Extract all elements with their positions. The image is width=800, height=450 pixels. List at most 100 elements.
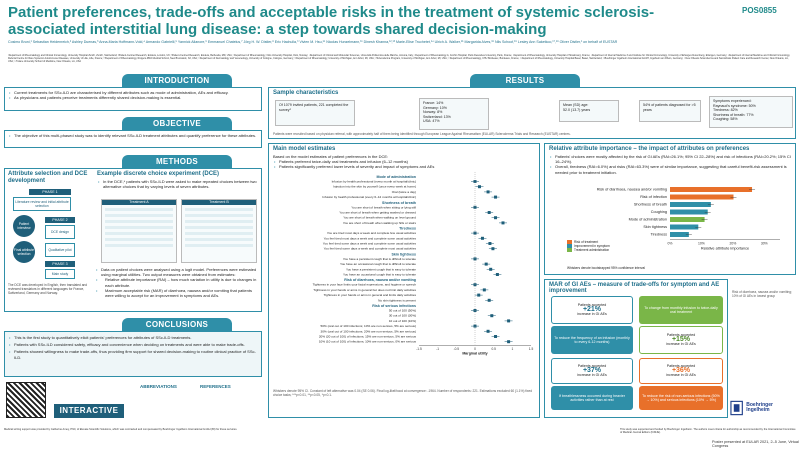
sample-stat-invited: Of 1079 invited patients, 221 completed … xyxy=(275,100,355,126)
affiliations: ¹Department of Rheumatology and Clinical… xyxy=(8,54,790,63)
mar-2-patients: Patients accepted xyxy=(666,333,696,338)
treatment-b-card: Treatment B xyxy=(181,199,257,263)
company-logo: Boehringer Ingelheim xyxy=(730,398,795,418)
forest-row-label: Tightness in your hands or arms in gener… xyxy=(313,288,416,292)
forest-point xyxy=(507,319,511,323)
sample-title: Sample characteristics xyxy=(273,90,339,96)
patient-interview-circle: Patient interview xyxy=(13,215,35,237)
main-model-bullet-2: Patients preferred twice-daily oral trea… xyxy=(273,159,537,164)
rai-category-label: Risk of diarrhoea, nausea and/or vomitin… xyxy=(597,188,667,192)
mar-box: MAR of GI AEs – measure of trade-offs fo… xyxy=(544,279,728,418)
qr-code-icon[interactable] xyxy=(6,382,46,418)
forest-row-label: 50% (oral out of 100 infections; 10% are… xyxy=(321,324,416,328)
phase2-label: PHASE 2 xyxy=(45,217,75,223)
mar-1-unit: increase in GI AEs xyxy=(577,312,607,317)
analysis-bullet-2: Relative attribute importance (RAI) – ho… xyxy=(95,277,259,287)
main-model-bullet-3: Patients significantly preferred lower l… xyxy=(273,164,537,169)
rai-bar xyxy=(670,187,753,192)
forest-point xyxy=(482,288,486,292)
rai-bar xyxy=(670,194,734,200)
rai-box: Relative attribute importance – the impa… xyxy=(544,143,796,275)
analysis-bullet-1: Data on patient choices were analysed us… xyxy=(95,267,259,277)
forest-group-label: Tiredness xyxy=(399,227,416,231)
dce-design-box: DCE design xyxy=(45,225,75,239)
mar-2-value: +15% xyxy=(671,335,691,343)
forest-point xyxy=(507,340,511,344)
forest-row-label: You are tired most days a week and compl… xyxy=(327,231,417,235)
forest-row-label: You feel tired most days a week and comp… xyxy=(324,236,417,240)
logo-text: Boehringer Ingelheim xyxy=(746,401,773,413)
rai-bar xyxy=(670,209,708,215)
forest-row-label: Infusion by health professional (every 6… xyxy=(322,195,416,199)
forest-point xyxy=(486,190,490,194)
rai-category-label: Risk of infection xyxy=(640,195,667,199)
interactive-badge[interactable]: INTERACTIVE xyxy=(54,404,124,418)
rai-category-label: Skin tightness xyxy=(643,225,667,229)
objective-bullet: The objective of this multi-phased study… xyxy=(8,133,258,138)
sample-characteristics-box: Sample characteristics Of 1079 invited p… xyxy=(268,87,796,139)
rai-legend: Risk of treatment Improvement in symptom… xyxy=(567,240,610,253)
mar-card-3-value: Patients accepted +37% increase in GI AE… xyxy=(551,358,633,384)
forest-point xyxy=(495,273,499,276)
sample-stat-diagnosis: 54% of patients diagnosed for >5 years xyxy=(639,100,701,122)
forest-point xyxy=(489,267,493,271)
mar-4-value: +36% xyxy=(671,366,691,374)
forest-point xyxy=(484,262,488,266)
mar-3-value: +37% xyxy=(582,366,602,374)
forest-row-label: 30% (oral out of 100 infections; 20% are… xyxy=(321,329,416,333)
forest-point xyxy=(494,216,498,220)
mar-note: Risk of diarrhoea, nausea and/or vomitin… xyxy=(732,290,792,298)
forest-row-label: You feel tired some days a week and comp… xyxy=(324,247,417,251)
rai-whisker-note: Whiskers denote bootstrapped 95% confide… xyxy=(567,266,645,270)
literature-review-box: Literature review and initial attribute … xyxy=(13,197,71,211)
conclusion-bullet-2: Patients with SSc-ILD considered safety,… xyxy=(8,342,258,347)
final-attribute-circle: Final attribute selection xyxy=(13,241,35,263)
rai-category-label: Shortness of breath xyxy=(634,203,667,207)
mar-card-3-desc: If breathlessness occurred during heavie… xyxy=(551,386,633,410)
forest-row-label: 20% (20 out of 100) of infections; 15% a… xyxy=(319,335,417,339)
rai-tick-label: 10% xyxy=(698,242,705,246)
forest-point xyxy=(494,335,498,338)
mar-3-patients: Patients accepted xyxy=(577,364,607,369)
dce-translation-note: The DCE was developed in English, then t… xyxy=(8,283,88,295)
phase1-label: PHASE 1 xyxy=(29,189,71,195)
forest-row-label: Oral (twice a day) xyxy=(392,190,416,194)
logo-icon xyxy=(730,400,743,416)
mar-2-unit: increase in GI AEs xyxy=(666,342,696,347)
sample-stat-symptoms: Symptoms experienced: Raynaud's syndrome… xyxy=(709,96,793,128)
forest-group-label: Risk of diarrhoea, nausea and/or vomitin… xyxy=(344,278,416,282)
forest-row-label: 50 out of 100 (50%) xyxy=(389,309,416,313)
forest-row-label: You are short of breath when walking up … xyxy=(343,221,417,225)
forest-tick-label: 1.5 xyxy=(529,347,534,351)
mar-card-4-desc: To reduce the risk of non-serious infect… xyxy=(639,386,723,410)
forest-point xyxy=(490,314,494,318)
rai-bar xyxy=(670,224,699,230)
legend-swatch-admin xyxy=(567,248,572,253)
footer: Medical writing support was provided by … xyxy=(0,428,800,450)
rai-tick-label: 0% xyxy=(668,242,673,246)
forest-point xyxy=(477,293,481,297)
forest-group-label: Mode of administration xyxy=(376,175,416,179)
main-model-title: Main model estimates xyxy=(273,146,336,152)
methods-left-title: Attribute selection and DCE development xyxy=(8,171,88,184)
analysis-bullet-3: Maximum acceptable risk (MAR) of diarrho… xyxy=(95,288,259,298)
rai-title: Relative attribute importance – the impa… xyxy=(549,146,750,152)
conclusion-bullet-1: This is the first study to quantitativel… xyxy=(8,335,258,340)
mar-card-4-value: Patients accepted +36% increase in GI AE… xyxy=(639,358,723,384)
methods-right-title: Example discrete choice experiment (DCE) xyxy=(97,171,220,177)
footer-left: Medical writing support was provided by … xyxy=(4,428,238,431)
legend-swatch-symptom xyxy=(567,244,572,249)
analysis-text: Data on patient choices were analysed us… xyxy=(95,267,259,298)
forest-row-label: Injection into the skin by yourself (onc… xyxy=(333,185,416,189)
forest-row-label: You have an occasional cough that is dif… xyxy=(340,262,416,266)
rai-tick-label: 20% xyxy=(729,242,736,246)
forest-row-label: You are short of breath when walking on … xyxy=(343,216,416,220)
main-model-box: Main model estimates Based on the model … xyxy=(268,143,540,418)
poster-title: Patient preferences, trade-offs and acce… xyxy=(8,4,655,38)
forest-point xyxy=(487,298,491,302)
conclusion-bullet-3: Patients showed willingness to make trad… xyxy=(8,349,258,359)
rai-bullet-1: Patients' choices were mostly affected b… xyxy=(549,154,793,164)
legend-symptom: Improvement in symptom xyxy=(574,244,610,249)
methods-heading: METHODS xyxy=(122,155,232,168)
qualitative-pilot-box: Qualitative pilot xyxy=(45,243,75,257)
